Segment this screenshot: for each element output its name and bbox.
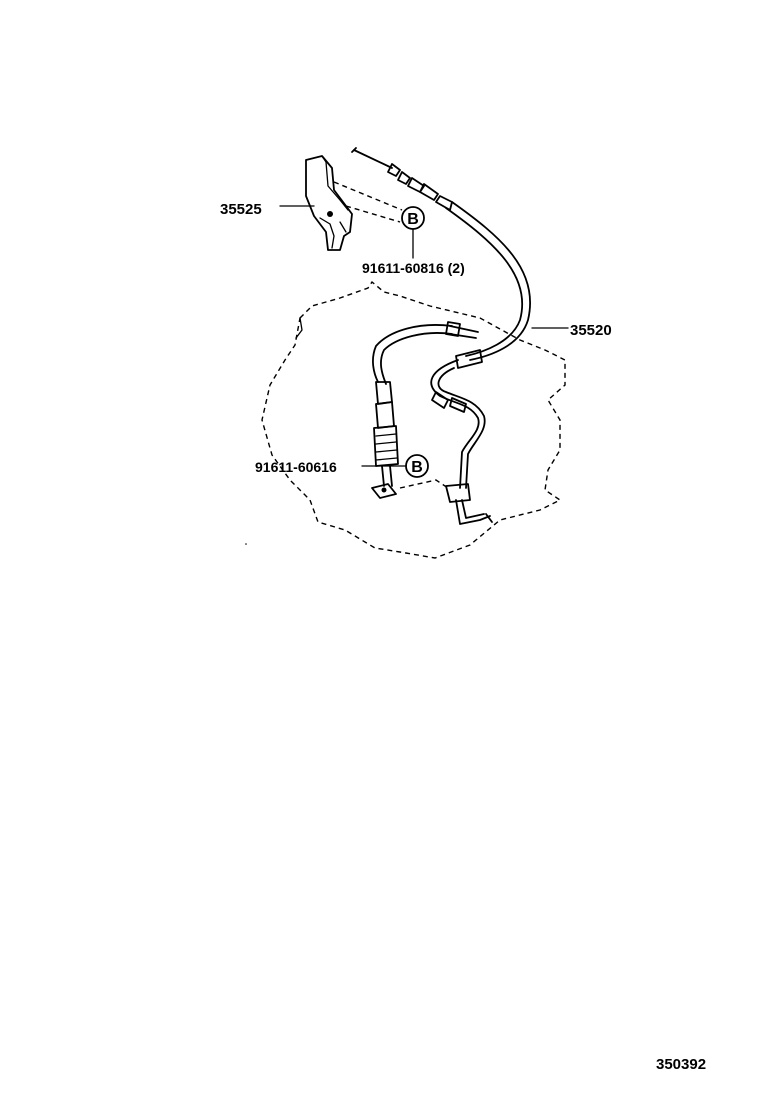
bracket-bolt-leader xyxy=(333,181,403,223)
part-label-91611-60816: 91611-60816 (2) xyxy=(362,260,465,276)
callout-b-lower-label: B xyxy=(411,459,423,476)
linkage-cable xyxy=(371,321,479,499)
callout-b-upper-label: B xyxy=(407,211,419,228)
speck xyxy=(245,543,247,545)
part-label-35520: 35520 xyxy=(570,322,612,339)
bracket-35525 xyxy=(305,155,353,251)
illustration-number: 350392 xyxy=(656,1056,706,1073)
pivot-icon xyxy=(381,487,387,493)
part-label-91611-60616: 91611-60616 xyxy=(255,459,337,475)
callout-b-lower: B xyxy=(361,454,429,478)
lower-bolt-leader xyxy=(399,479,449,489)
cable-35520 xyxy=(351,147,569,525)
part-label-35525: 35525 xyxy=(220,201,262,218)
callout-b-upper: B xyxy=(401,206,425,259)
bracket-hole-icon xyxy=(327,211,333,217)
transmission-housing xyxy=(245,280,566,559)
